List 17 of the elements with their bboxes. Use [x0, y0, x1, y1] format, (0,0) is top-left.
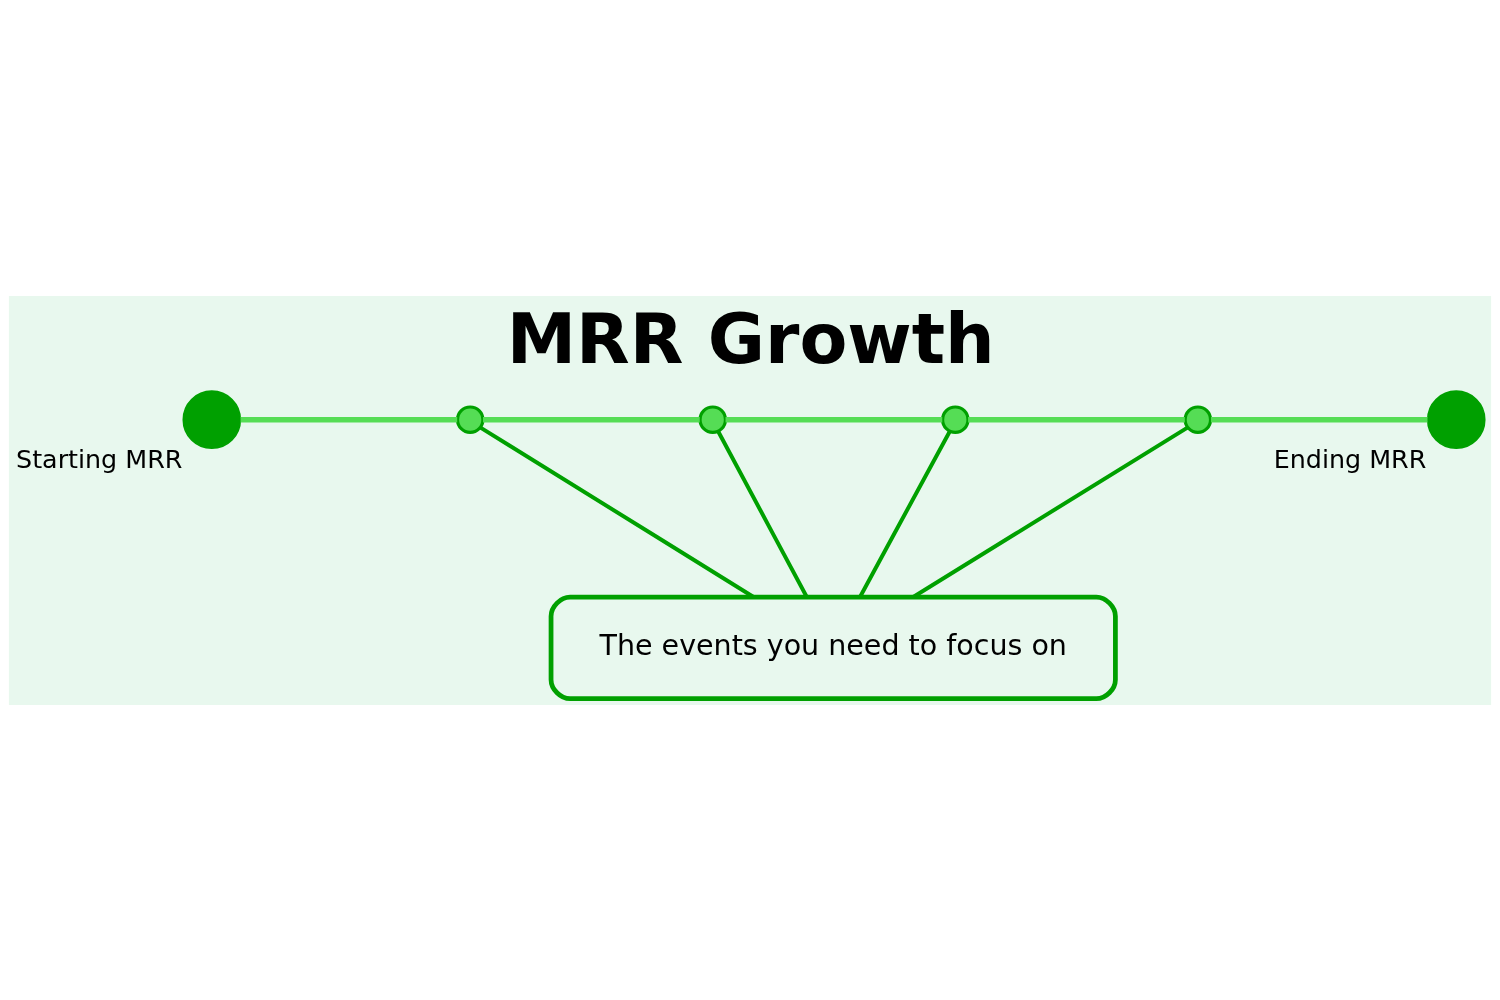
node-circle [1183, 404, 1213, 434]
node-circle [941, 404, 970, 434]
connector [483, 416, 700, 422]
connector [858, 430, 952, 598]
connector [716, 430, 809, 598]
node-label: Starting MRR [16, 443, 183, 474]
connector [1210, 416, 1428, 422]
node-box: The events you need to focus on [548, 594, 1118, 701]
node-circle [698, 404, 727, 434]
connector [968, 416, 1185, 422]
connector [725, 416, 943, 422]
diagram-title: MRR Growth [506, 297, 995, 379]
node-circle [455, 404, 485, 434]
node-label: Ending MRR [1273, 443, 1427, 474]
connector [240, 416, 458, 422]
node-circle [182, 389, 242, 449]
node-circle [1426, 389, 1486, 449]
